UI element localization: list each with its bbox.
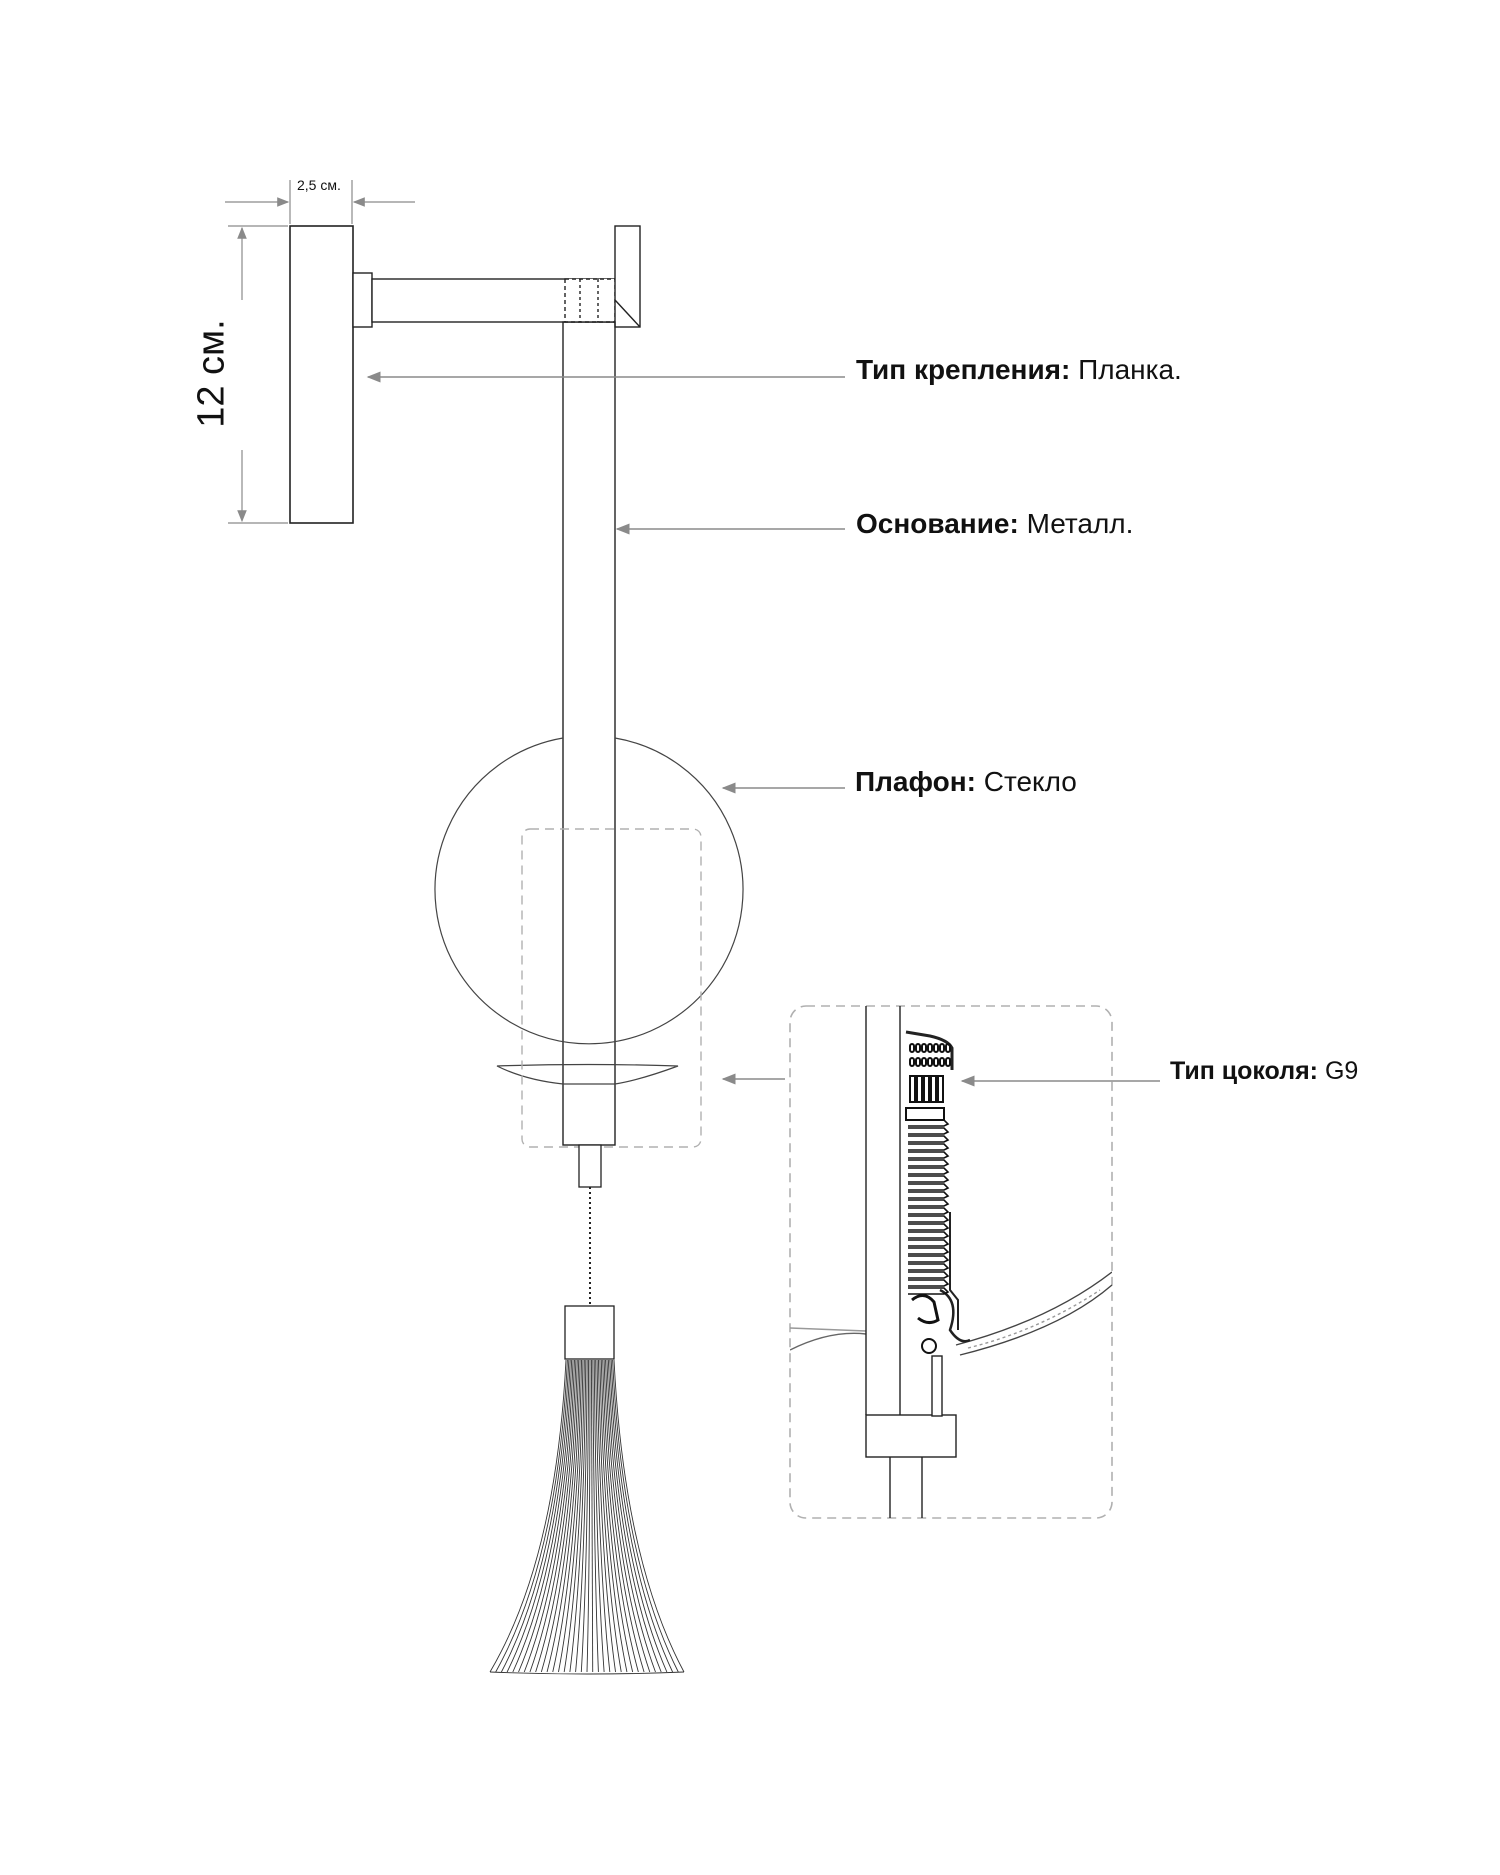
width-dimension-label: 2,5 см. xyxy=(297,177,341,193)
callout-mount-type-key: Тип крепления: xyxy=(856,354,1071,385)
horizontal-arm xyxy=(352,272,617,328)
wall-mount-plate xyxy=(289,225,354,524)
dimension-width xyxy=(225,180,415,224)
detail-zone-marker xyxy=(521,828,702,1148)
pull-chain-assembly xyxy=(564,1144,615,1360)
callout-mount-type: Тип крепления: Планка. xyxy=(856,356,1182,384)
g9-socket-pin-pattern xyxy=(905,1043,951,1354)
callout-socket-type-key: Тип цоколя: xyxy=(1170,1057,1318,1085)
callout-base-material-value: Металл. xyxy=(1026,508,1134,539)
back-bracket xyxy=(614,225,641,328)
callout-base-material: Основание: Металл. xyxy=(856,510,1133,538)
leader-lines xyxy=(366,371,1160,1087)
callout-shade-material-value: Стекло xyxy=(983,766,1077,797)
glass-shade xyxy=(434,737,744,1085)
height-dimension-label: 12 см. xyxy=(190,319,233,428)
tassel xyxy=(489,1359,685,1675)
detail-inset xyxy=(789,1005,1113,1519)
callout-socket-type-value: G9 xyxy=(1324,1057,1359,1085)
vertical-rod xyxy=(562,321,616,1146)
callout-shade-material: Плафон: Стекло xyxy=(855,768,1077,796)
callout-base-material-key: Основание: xyxy=(856,508,1019,539)
callout-shade-material-key: Плафон: xyxy=(855,766,976,797)
callout-mount-type-value: Планка. xyxy=(1078,354,1182,385)
callout-socket-type: Тип цоколя: G9 xyxy=(1170,1059,1358,1084)
dimension-height xyxy=(228,225,288,524)
